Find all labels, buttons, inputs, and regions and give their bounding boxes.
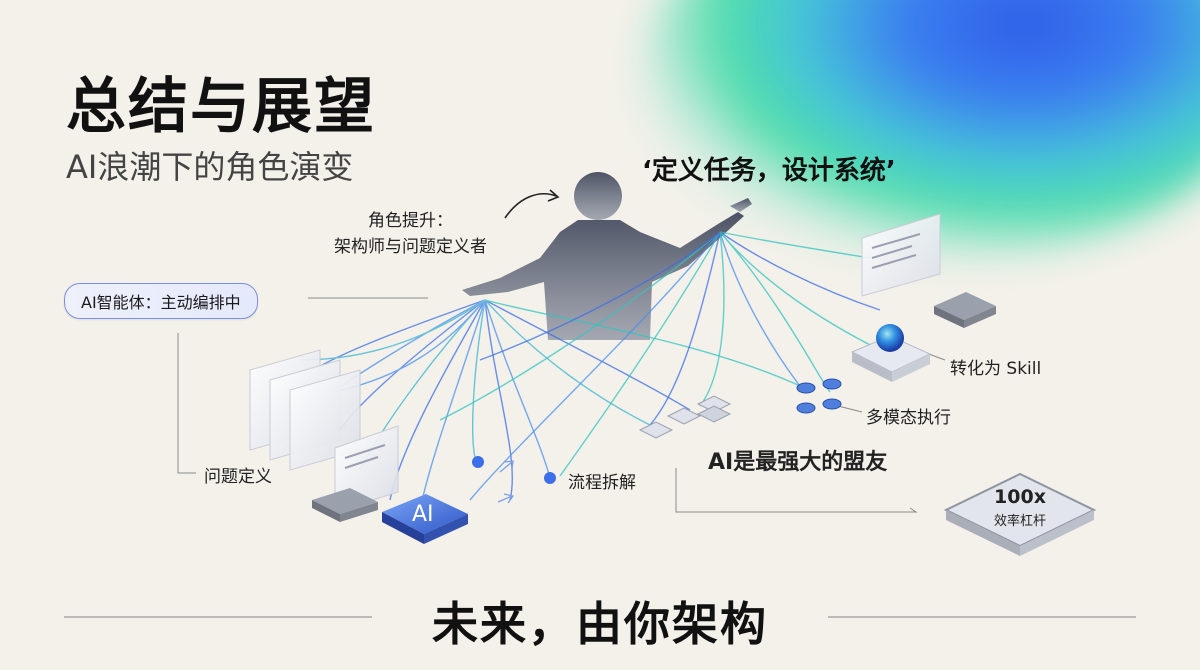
label-skill: 转化为 Skill [950, 359, 1042, 379]
efficiency-chip [943, 472, 1097, 556]
flow-arrows [497, 460, 515, 504]
connector-problem [177, 333, 196, 474]
quote-text: ‘定义任务，设计系统’ [642, 156, 896, 186]
connector-arrow [908, 507, 918, 513]
multimodal-nodes [796, 378, 842, 414]
role-caption-line1: 角色提升： [368, 211, 453, 231]
threads-left [279, 299, 801, 511]
page-subtitle: AI浪潮下的角色演变 [66, 148, 354, 186]
ai-chip [382, 494, 468, 544]
connector-multimodal [837, 405, 863, 413]
page-title: 总结与展望 [66, 72, 376, 142]
data-cubes [638, 395, 732, 439]
efficiency-caption: 效率杠杆 [993, 514, 1046, 529]
document-panel-right [861, 213, 941, 297]
skill-platform [850, 324, 932, 382]
role-caption-line2: 架构师与问题定义者 [334, 237, 487, 257]
agent-status-pill: AI智能体：主动编排中 [64, 283, 258, 319]
person-silhouette [462, 172, 752, 340]
label-ai-ally: AI是最强大的盟友 [708, 450, 888, 475]
label-process-decomposition: 流程拆解 [568, 473, 636, 493]
efficiency-value: 100x [994, 486, 1046, 508]
label-problem-definition: 问题定义 [204, 467, 272, 487]
connector-efficiency [675, 468, 914, 513]
node-dot-1 [472, 456, 484, 468]
flow-nodes [472, 456, 556, 484]
small-chip-right [934, 292, 996, 328]
arrow-curve [504, 193, 557, 219]
small-chip-left [312, 488, 378, 522]
closing-tagline: 未来，由你架构 [432, 597, 768, 651]
connector-lines [177, 297, 946, 513]
role-caption: 角色提升： 架构师与问题定义者 [334, 208, 487, 260]
label-multimodal: 多模态执行 [866, 408, 951, 428]
ai-chip-label: AI [412, 502, 434, 527]
node-dot-2 [544, 472, 556, 484]
